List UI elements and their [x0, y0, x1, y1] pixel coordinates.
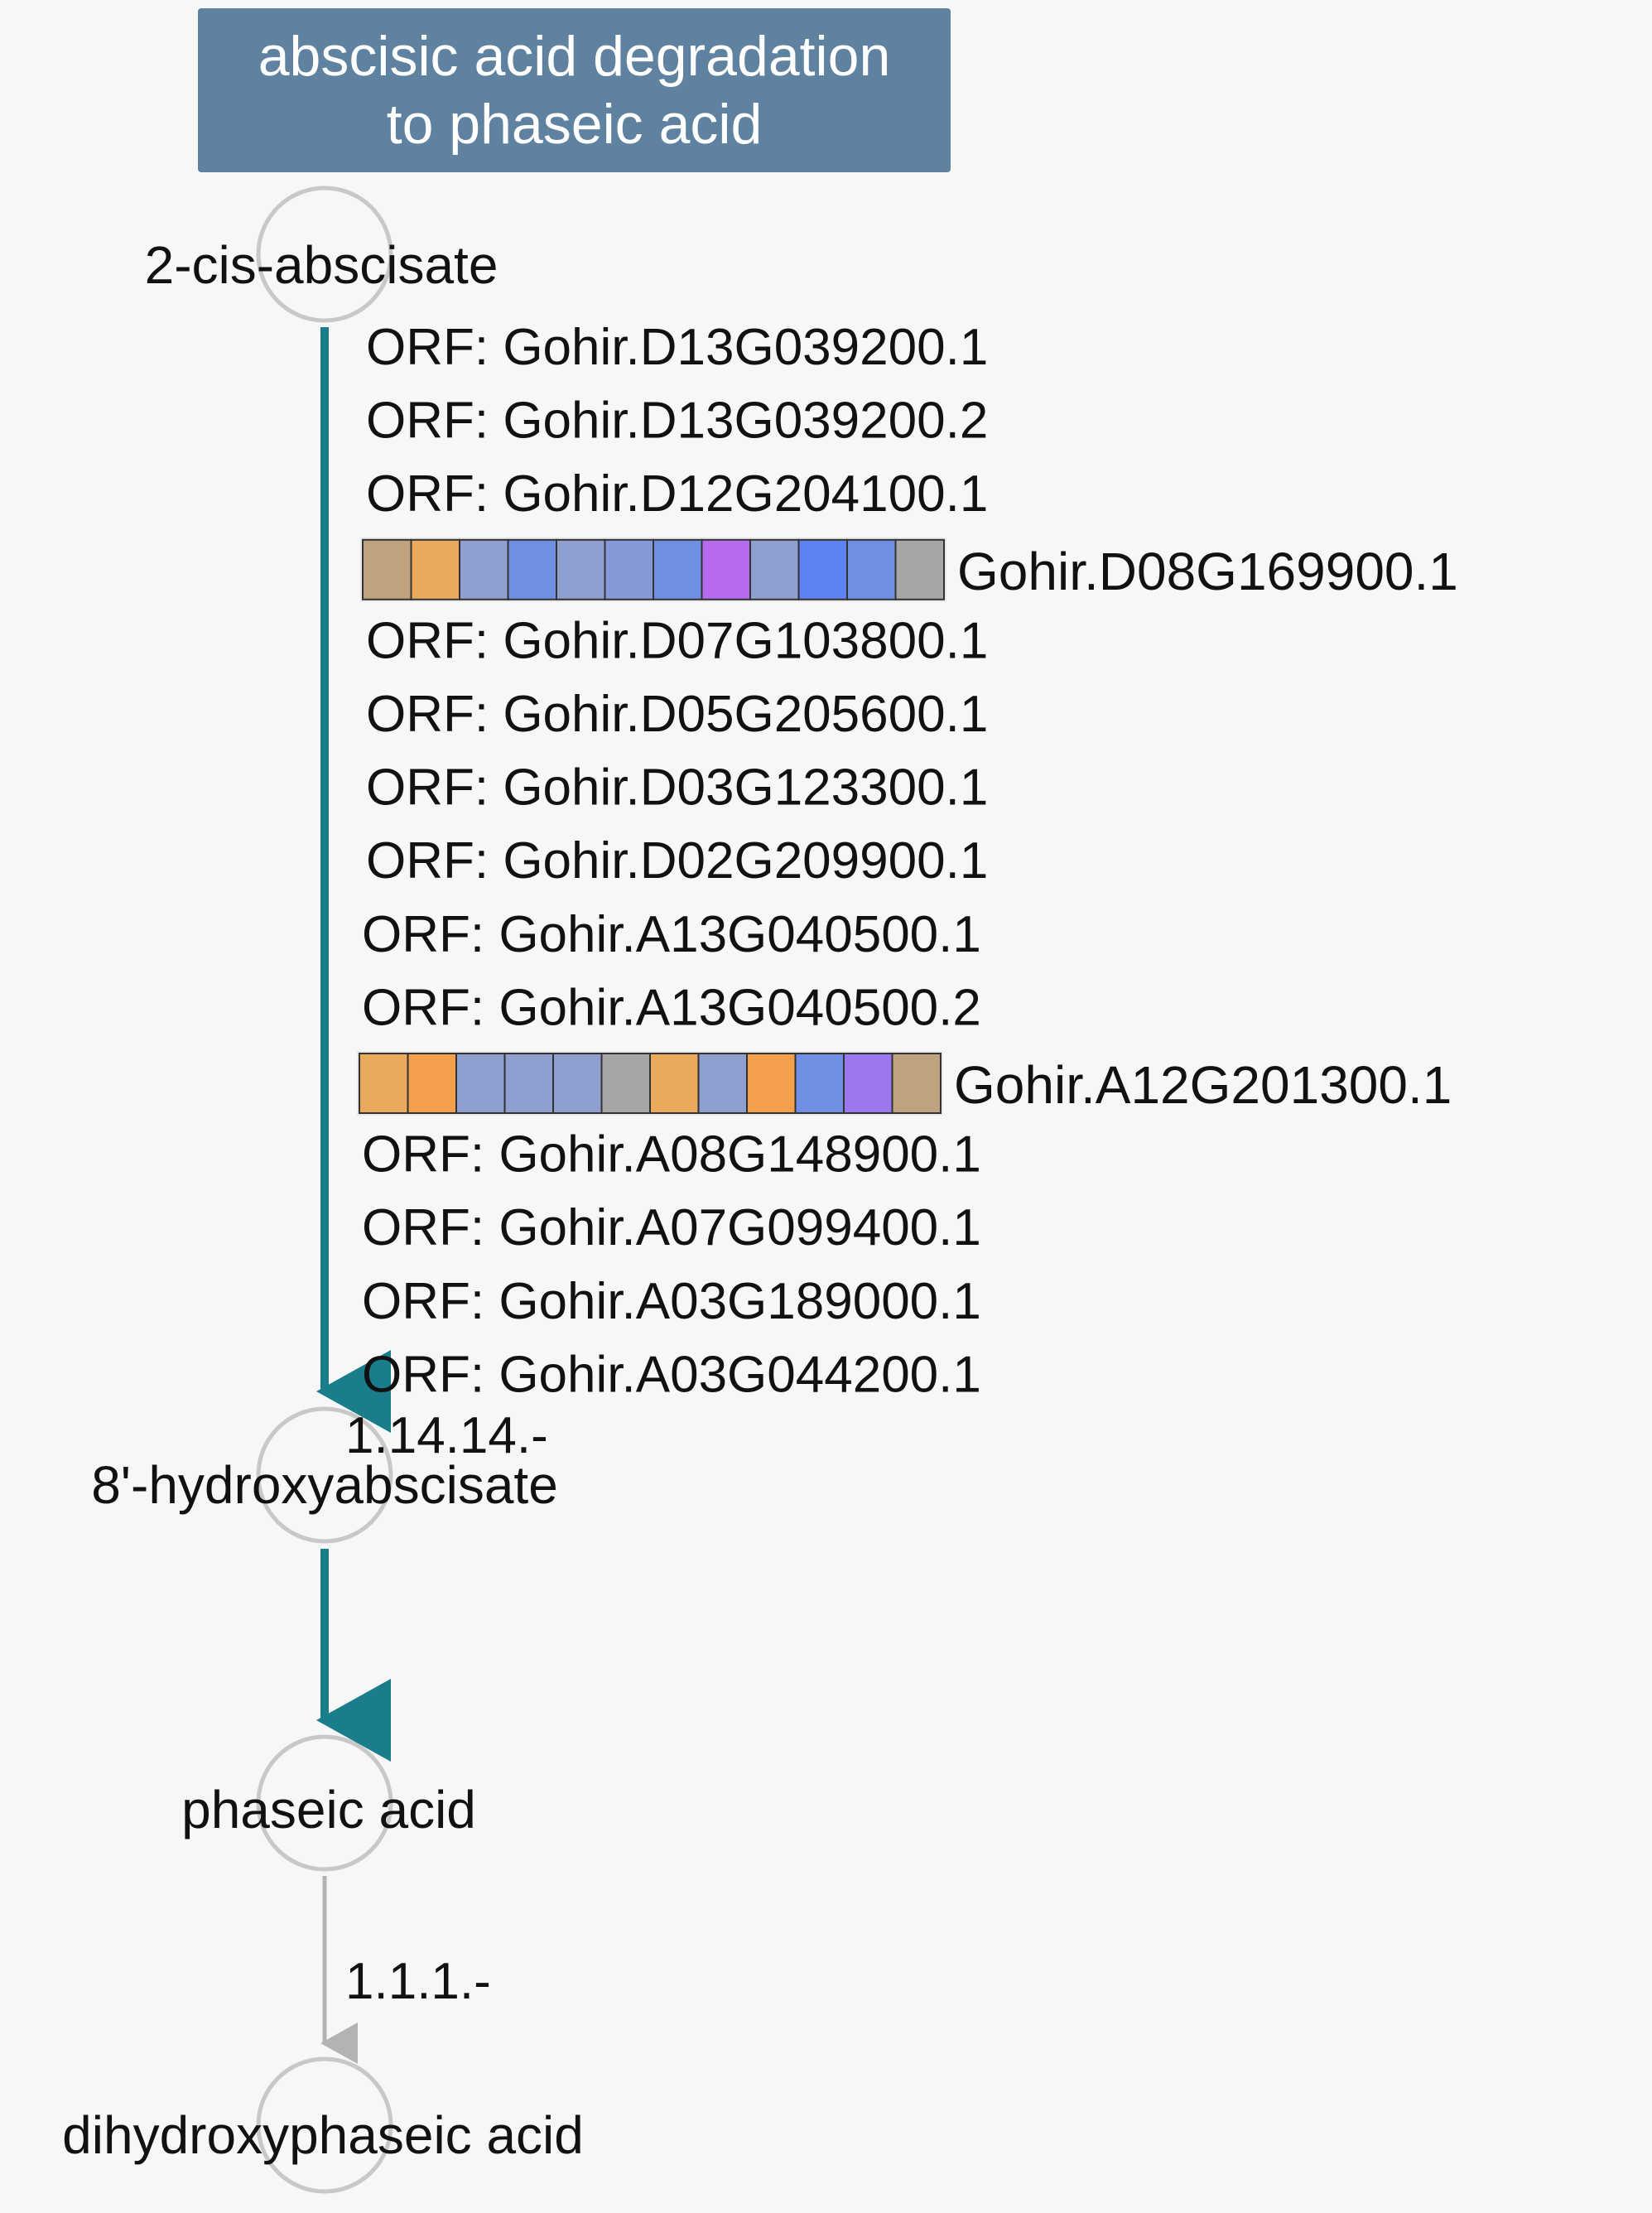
compound-node[interactable]	[256, 186, 393, 323]
heatmap-cell[interactable]	[794, 1053, 845, 1114]
heatmap-cell[interactable]	[362, 538, 412, 600]
heatmap-cell[interactable]	[604, 538, 654, 600]
heatmap-cell[interactable]	[407, 1053, 457, 1114]
orf-label[interactable]: ORF: Gohir.D07G103800.1	[366, 612, 988, 669]
pathway-title-line-2: to phaseic acid	[386, 93, 763, 156]
orf-label[interactable]: ORF: Gohir.D12G204100.1	[366, 465, 988, 523]
expression-heatmap-strip[interactable]	[357, 1051, 943, 1116]
orf-label[interactable]: ORF: Gohir.D13G039200.2	[366, 393, 988, 450]
orf-label[interactable]: ORF: Gohir.D03G123300.1	[366, 759, 988, 817]
heatmap-cell[interactable]	[552, 1053, 603, 1114]
compound-label[interactable]: dihydroxyphaseic acid	[62, 2105, 584, 2165]
heatmap-cell[interactable]	[359, 1053, 409, 1114]
gene-label[interactable]: Gohir.D08G169900.1	[957, 542, 1458, 601]
orf-label[interactable]: ORF: Gohir.A03G189000.1	[362, 1273, 981, 1330]
heatmap-cell[interactable]	[556, 538, 606, 600]
heatmap-cell[interactable]	[459, 538, 509, 600]
heatmap-cell[interactable]	[697, 1053, 748, 1114]
orf-label[interactable]: ORF: Gohir.A03G044200.1	[362, 1346, 981, 1403]
heatmap-cell[interactable]	[507, 538, 557, 600]
heatmap-cell[interactable]	[649, 1053, 700, 1114]
heatmap-cell[interactable]	[749, 538, 800, 600]
heatmap-cell[interactable]	[653, 538, 703, 600]
heatmap-cell[interactable]	[797, 538, 848, 600]
gene-label[interactable]: Gohir.A12G201300.1	[954, 1055, 1452, 1115]
heatmap-cell[interactable]	[843, 1053, 893, 1114]
heatmap-cell[interactable]	[503, 1053, 554, 1114]
heatmap-cell[interactable]	[891, 1053, 942, 1114]
ec-number-label[interactable]: 1.1.1.-	[345, 1953, 491, 2010]
orf-label[interactable]: ORF: Gohir.D13G039200.1	[366, 319, 988, 376]
compound-label[interactable]: 8'-hydroxyabscisate	[91, 1455, 558, 1515]
heatmap-cell[interactable]	[410, 538, 460, 600]
heatmap-cell[interactable]	[894, 538, 945, 600]
orf-label[interactable]: ORF: Gohir.A07G099400.1	[362, 1199, 981, 1256]
orf-label[interactable]: ORF: Gohir.A13G040500.1	[362, 906, 981, 963]
orf-label[interactable]: ORF: Gohir.D02G209900.1	[366, 832, 988, 890]
pathway-title-box[interactable]: abscisic acid degradation to phaseic aci…	[198, 8, 951, 172]
compound-label[interactable]: 2-cis-abscisate	[145, 235, 498, 295]
compound-label[interactable]: phaseic acid	[181, 1780, 476, 1839]
heatmap-cell[interactable]	[455, 1053, 506, 1114]
heatmap-cell[interactable]	[846, 538, 897, 600]
heatmap-cell[interactable]	[701, 538, 751, 600]
heatmap-cell[interactable]	[746, 1053, 797, 1114]
pathway-title-line-1: abscisic acid degradation	[258, 25, 891, 88]
expression-heatmap-strip[interactable]	[360, 537, 946, 602]
ec-number-label[interactable]: 1.14.14.-	[345, 1407, 548, 1464]
heatmap-cell[interactable]	[600, 1053, 651, 1114]
orf-label[interactable]: ORF: Gohir.A13G040500.2	[362, 979, 981, 1036]
orf-label[interactable]: ORF: Gohir.A08G148900.1	[362, 1126, 981, 1184]
orf-label[interactable]: ORF: Gohir.D05G205600.1	[366, 686, 988, 743]
